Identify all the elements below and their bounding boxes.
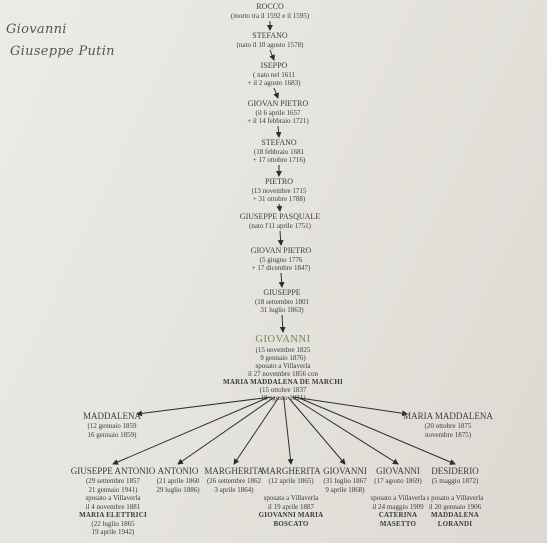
person-iseppo: ISEPPO( nato nel 1611+ il 2 agosto 1683) <box>247 61 301 87</box>
heading-second-name: Giuseppe Putin <box>10 44 115 59</box>
lineage-arrow <box>273 87 279 99</box>
child-arrow <box>136 396 272 417</box>
child-arrow <box>177 396 275 465</box>
child-arrow <box>233 396 280 465</box>
child-arrow <box>296 396 456 465</box>
lineage-arrow <box>278 272 285 288</box>
person-pietro-1715: PIETRO(13 novembre 1715+ 31 ottobre 1788… <box>251 177 307 203</box>
lineage-arrow <box>277 230 284 246</box>
child-arrow <box>112 396 270 465</box>
person-giovanni-1825: GIOVANNI (15 novembre 1825 9 gennaio 187… <box>223 334 343 402</box>
person-rocco: ROCCO(morto tra il 1592 e il 1595) <box>230 2 310 20</box>
lineage-arrow <box>279 314 286 333</box>
child-arrow <box>291 396 399 465</box>
person-giovan-pietro-1657: GIOVAN PIETRO(il 6 aprile 1657+ il 14 fe… <box>247 99 309 125</box>
person-giuseppe-pasquale: GIUSEPPE PASQUALE(nato l'11 aprile 1751) <box>239 212 321 230</box>
lineage-arrow <box>269 49 275 61</box>
person-stefano-1681: STEFANO(18 febbraio 1681+ 17 ottobre 171… <box>252 138 306 164</box>
child-arrow <box>283 396 294 465</box>
child-desiderio: DESIDERIO (5 maggio 1872) s posato a Vil… <box>426 466 484 528</box>
child-margherita-1865: MARGHERITA (12 aprile 1865) sposata a Vi… <box>258 466 324 528</box>
lineage-arrow <box>276 203 283 212</box>
child-arrow <box>292 396 409 417</box>
heading-first-name: Giovanni <box>6 22 67 37</box>
child-arrow <box>287 396 346 465</box>
person-stefano-1578: STEFANO(nato il 10 agosto 1578) <box>236 31 304 49</box>
lineage-arrow <box>275 125 282 138</box>
child-giovanni-1869: GIOVANNI (17 agosto 1869) sposato a Vill… <box>370 466 426 528</box>
person-giovan-pietro-1776: GIOVAN PIETRO(5 giugno 1776+ 17 dicembre… <box>250 246 312 272</box>
child-giuseppe-antonio: GIUSEPPE ANTONIO (29 settembre 1857 21 g… <box>70 466 156 536</box>
spouse-name: MARIA MADDALENA DE MARCHI <box>223 378 343 386</box>
